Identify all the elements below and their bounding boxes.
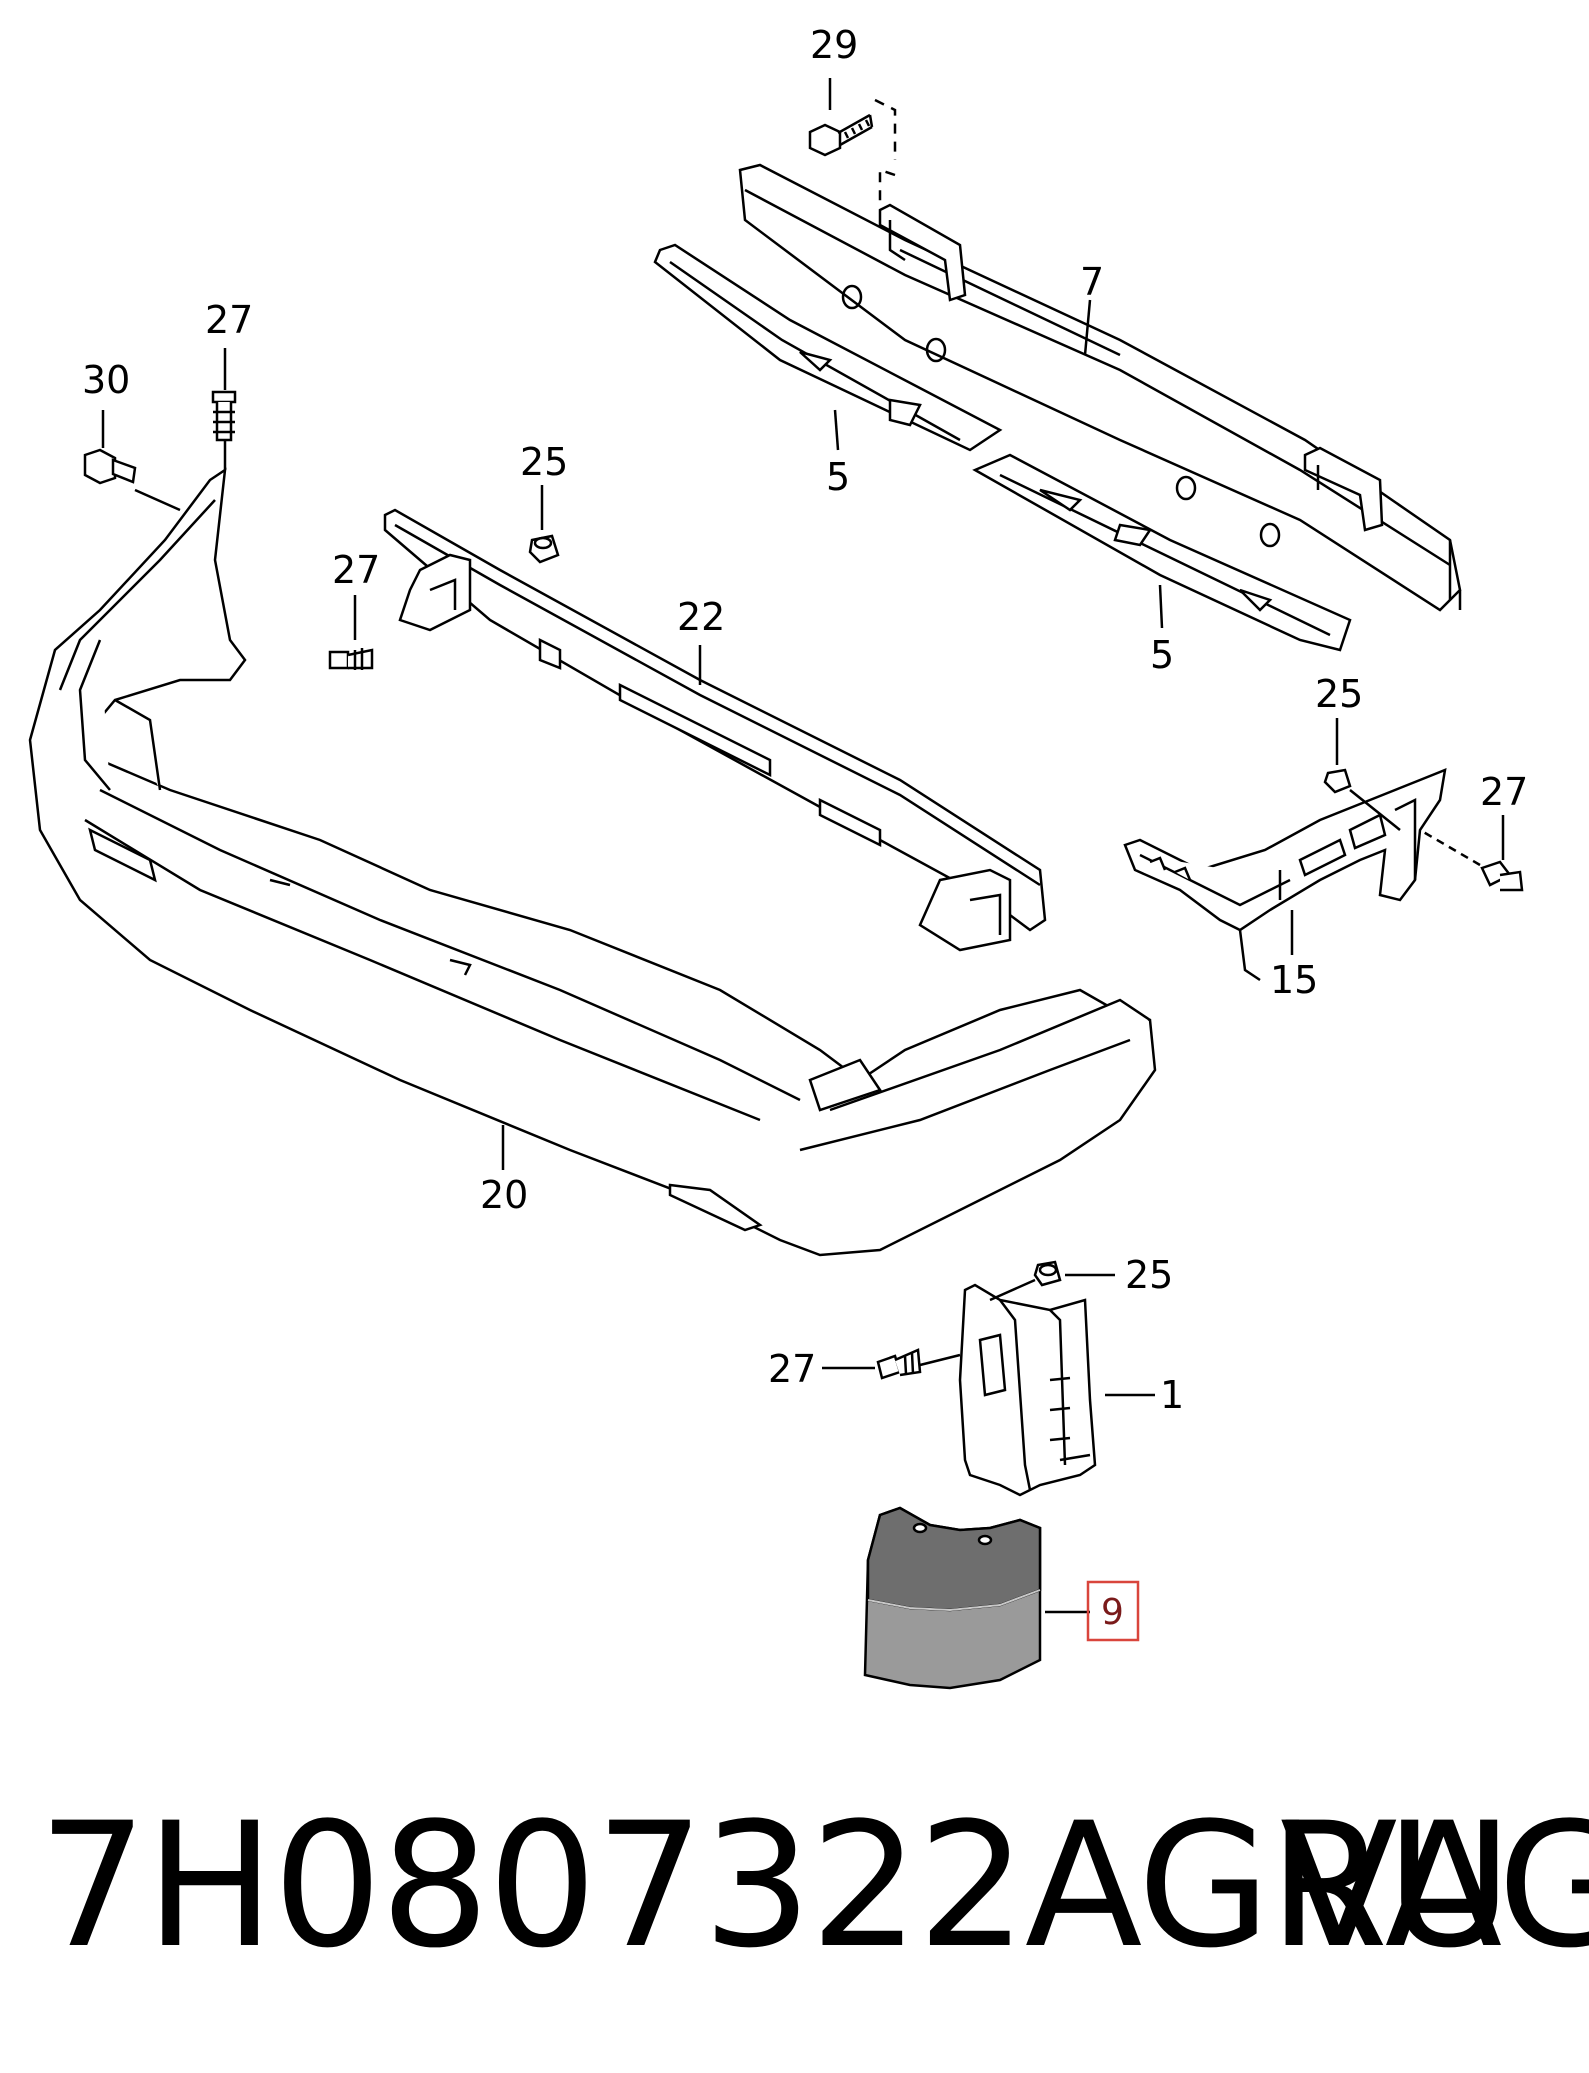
part-5-lower-strip — [975, 455, 1350, 650]
label-9: 9 — [1101, 1592, 1124, 1633]
label-22: 22 — [677, 595, 725, 639]
callout-labels: 29 7 27 30 5 25 27 22 5 25 27 15 20 25 2… — [82, 23, 1528, 1640]
label-15: 15 — [1270, 958, 1318, 1002]
label-27-right: 27 — [1480, 770, 1528, 814]
label-30: 30 — [82, 358, 130, 402]
clip-27-left-icon — [330, 648, 372, 670]
part-22-crossbar — [385, 510, 1045, 950]
brand-name: VAG — [1280, 1785, 1589, 1986]
nut-25-right-icon — [1325, 770, 1350, 792]
part-5-upper-strip — [655, 245, 1000, 450]
bolt-29-icon — [810, 115, 872, 155]
part-7-impact-rail — [740, 100, 1460, 610]
nut-25-bottom-icon — [1035, 1262, 1060, 1285]
nut-25-top-icon — [530, 536, 558, 562]
label-25-bottom: 25 — [1125, 1253, 1173, 1297]
bolt-30-icon — [85, 450, 135, 483]
clip-27-right-icon — [1482, 862, 1522, 890]
leader-lines — [103, 78, 1503, 1612]
label-5-lower: 5 — [1150, 633, 1174, 677]
clip-27-top-icon — [213, 392, 235, 440]
clip-27-bottom-icon — [878, 1350, 920, 1378]
part-number: 7H0807322AGRU — [38, 1785, 1512, 1986]
label-5-upper: 5 — [826, 455, 850, 499]
label-27-bottom: 27 — [768, 1347, 816, 1391]
label-29: 29 — [810, 23, 858, 67]
part-1-corner-bracket — [960, 1285, 1095, 1495]
label-20: 20 — [480, 1173, 528, 1217]
part-9-corner-cap — [865, 1508, 1040, 1688]
part-15-side-bracket — [1125, 770, 1445, 980]
label-25-top: 25 — [520, 440, 568, 484]
label-7: 7 — [1080, 260, 1104, 304]
highlight-box-9 — [1088, 1582, 1138, 1640]
label-27-top: 27 — [205, 298, 253, 342]
label-25-right: 25 — [1315, 672, 1363, 716]
label-1: 1 — [1160, 1373, 1184, 1417]
part-20-bumper-cover — [30, 470, 1155, 1255]
label-27-left: 27 — [332, 548, 380, 592]
